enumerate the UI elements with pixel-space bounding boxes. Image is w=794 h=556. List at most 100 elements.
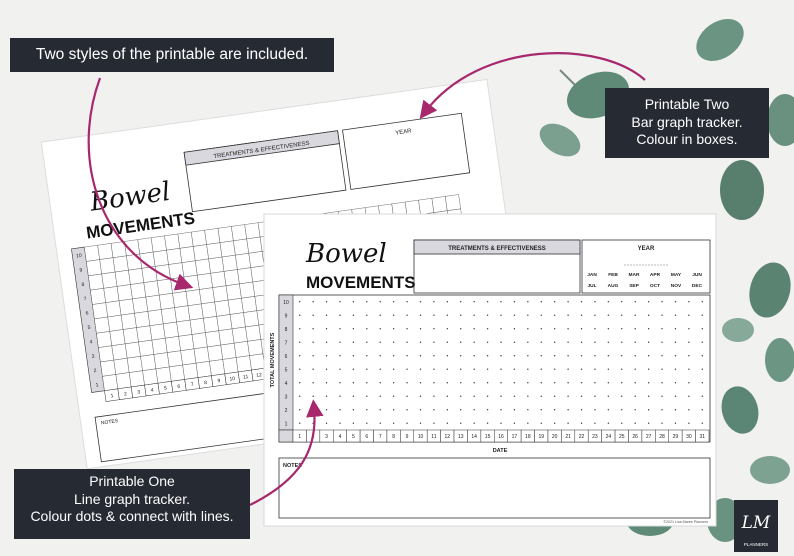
plot-dot[interactable]	[339, 409, 341, 411]
plot-dot[interactable]	[299, 328, 301, 330]
plot-dot[interactable]	[352, 368, 355, 370]
plot-dot[interactable]	[688, 341, 690, 343]
plot-dot[interactable]	[392, 409, 395, 411]
plot-dot[interactable]	[392, 382, 395, 384]
plot-dot[interactable]	[312, 395, 314, 397]
plot-dot[interactable]	[527, 368, 529, 370]
plot-dot[interactable]	[634, 341, 636, 343]
plot-dot[interactable]	[567, 328, 569, 330]
plot-dot[interactable]	[379, 328, 381, 330]
plot-dot[interactable]	[580, 314, 583, 316]
plot-dot[interactable]	[527, 395, 529, 397]
plot-dot[interactable]	[486, 422, 489, 424]
plot-dot[interactable]	[352, 355, 355, 357]
plot-dot[interactable]	[688, 395, 690, 397]
plot-dot[interactable]	[661, 422, 663, 424]
plot-dot[interactable]	[473, 395, 475, 397]
plot-dot[interactable]	[352, 314, 355, 316]
plot-dot[interactable]	[674, 409, 677, 411]
plot-dot[interactable]	[553, 409, 556, 411]
plot-dot[interactable]	[299, 341, 301, 343]
plot-dot[interactable]	[701, 341, 703, 343]
plot-dot[interactable]	[392, 422, 395, 424]
plot-dot[interactable]	[299, 395, 301, 397]
plot-dot[interactable]	[446, 395, 449, 397]
plot-dot[interactable]	[634, 409, 636, 411]
plot-dot[interactable]	[580, 355, 583, 357]
plot-dot[interactable]	[312, 328, 314, 330]
plot-dot[interactable]	[607, 422, 610, 424]
plot-dot[interactable]	[567, 395, 569, 397]
plot-dot[interactable]	[688, 314, 690, 316]
plot-dot[interactable]	[701, 368, 703, 370]
plot-dot[interactable]	[392, 368, 395, 370]
plot-dot[interactable]	[661, 368, 663, 370]
plot-dot[interactable]	[406, 395, 408, 397]
plot-dot[interactable]	[406, 382, 408, 384]
plot-dot[interactable]	[553, 314, 556, 316]
plot-dot[interactable]	[688, 355, 690, 357]
plot-dot[interactable]	[674, 301, 677, 303]
plot-dot[interactable]	[339, 395, 341, 397]
plot-dot[interactable]	[661, 328, 663, 330]
plot-dot[interactable]	[540, 382, 542, 384]
plot-dot[interactable]	[674, 368, 677, 370]
plot-dot[interactable]	[473, 368, 475, 370]
plot-dot[interactable]	[594, 368, 596, 370]
plot-dot[interactable]	[634, 301, 636, 303]
plot-dot[interactable]	[594, 301, 596, 303]
plot-dot[interactable]	[473, 301, 475, 303]
plot-dot[interactable]	[701, 301, 703, 303]
plot-dot[interactable]	[433, 341, 435, 343]
plot-dot[interactable]	[366, 409, 368, 411]
plot-dot[interactable]	[580, 422, 583, 424]
plot-dot[interactable]	[352, 422, 355, 424]
plot-dot[interactable]	[527, 409, 529, 411]
plot-dot[interactable]	[500, 314, 502, 316]
plot-dot[interactable]	[527, 355, 529, 357]
plot-dot[interactable]	[674, 395, 677, 397]
plot-dot[interactable]	[325, 328, 328, 330]
plot-dot[interactable]	[419, 314, 422, 316]
plot-dot[interactable]	[647, 382, 650, 384]
plot-dot[interactable]	[674, 382, 677, 384]
plot-dot[interactable]	[352, 382, 355, 384]
plot-dot[interactable]	[594, 328, 596, 330]
plot-dot[interactable]	[339, 341, 341, 343]
plot-dot[interactable]	[621, 395, 623, 397]
plot-dot[interactable]	[339, 301, 341, 303]
plot-dot[interactable]	[553, 368, 556, 370]
plot-dot[interactable]	[406, 314, 408, 316]
plot-dot[interactable]	[339, 314, 341, 316]
plot-dot[interactable]	[446, 355, 449, 357]
plot-dot[interactable]	[540, 395, 542, 397]
plot-dot[interactable]	[299, 355, 301, 357]
plot-dot[interactable]	[621, 328, 623, 330]
plot-dot[interactable]	[379, 355, 381, 357]
plot-dot[interactable]	[473, 355, 475, 357]
plot-dot[interactable]	[392, 355, 395, 357]
plot-dot[interactable]	[312, 382, 314, 384]
plot-dot[interactable]	[621, 409, 623, 411]
plot-dot[interactable]	[299, 314, 301, 316]
plot-dot[interactable]	[527, 422, 529, 424]
plot-dot[interactable]	[366, 368, 368, 370]
plot-dot[interactable]	[473, 328, 475, 330]
plot-dot[interactable]	[647, 395, 650, 397]
plot-dot[interactable]	[392, 395, 395, 397]
plot-dot[interactable]	[366, 328, 368, 330]
plot-dot[interactable]	[567, 409, 569, 411]
plot-dot[interactable]	[325, 409, 328, 411]
plot-dot[interactable]	[433, 355, 435, 357]
plot-dot[interactable]	[500, 382, 502, 384]
plot-dot[interactable]	[661, 355, 663, 357]
plot-dot[interactable]	[460, 355, 462, 357]
plot-dot[interactable]	[366, 341, 368, 343]
plot-dot[interactable]	[473, 409, 475, 411]
plot-dot[interactable]	[460, 382, 462, 384]
plot-dot[interactable]	[621, 314, 623, 316]
plot-dot[interactable]	[580, 301, 583, 303]
plot-dot[interactable]	[500, 355, 502, 357]
plot-dot[interactable]	[540, 409, 542, 411]
plot-dot[interactable]	[352, 301, 355, 303]
